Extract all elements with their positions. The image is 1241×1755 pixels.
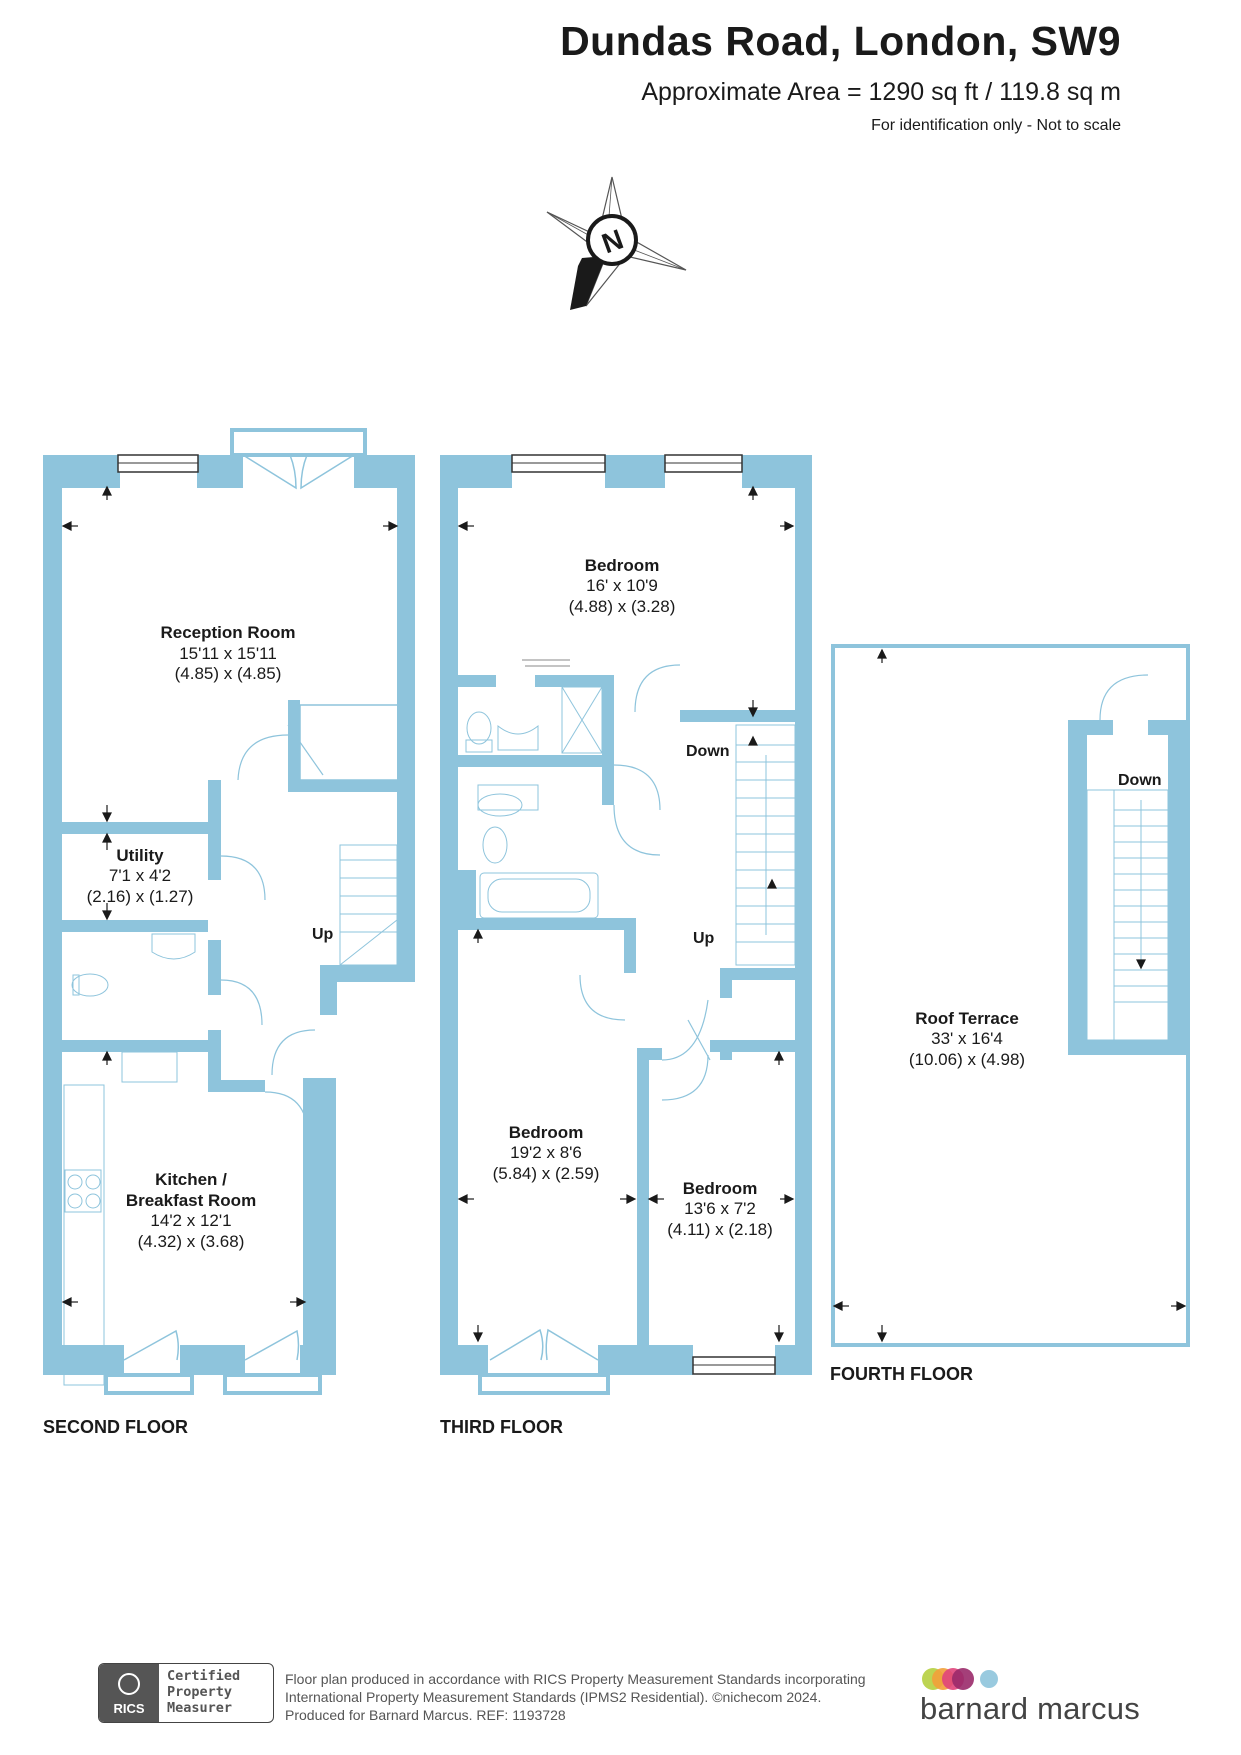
fixtures-second-floor [63,933,196,1386]
brand-dots-logo [922,1668,1022,1690]
brand-name: barnard marcus [920,1691,1140,1726]
third-floor-walls [440,455,812,1375]
stairs-fourth-floor [1086,674,1169,1041]
certified-measurer-text: Certified Property Measurer [167,1668,240,1716]
room-name: Utility [116,846,164,865]
dimension-arrows-fourth [748,648,1187,1343]
rics-certified-badge: RICS Certified Property Measurer [98,1663,274,1723]
dimension-arrows-third [457,485,795,1343]
room-dimensions-imperial: 16' x 10'9 [586,576,658,595]
room-name: Reception Room [160,623,295,642]
stair-label-down-third: Down [686,743,730,760]
dimension-arrows-second [61,485,399,1307]
room-dimensions-metric: (4.88) x (3.28) [569,597,676,616]
room-bedroom-top: Bedroom 16' x 10'9 (4.88) x (3.28) [569,556,676,616]
bay-window [230,428,367,457]
french-doors-reception [242,454,355,490]
room-dimensions-imperial: 15'11 x 15'11 [179,644,277,663]
footer-line-1: Floor plan produced in accordance with R… [285,1671,866,1687]
roof-terrace-outline [831,644,1190,1347]
stairs-third-floor [735,724,796,966]
floor-label-third: THIRD FLOOR [440,1417,563,1437]
rics-label: RICS [113,1701,145,1716]
french-doors-third [478,1328,610,1395]
certified-line-1: Certified [167,1668,241,1684]
stair-label-down-fourth: Down [1118,772,1162,789]
room-dimensions-imperial: 13'6 x 7'2 [684,1199,756,1218]
page-title: Dundas Road, London, SW9 [560,18,1121,64]
room-dimensions-metric: (4.11) x (2.18) [667,1220,773,1239]
room-dimensions-metric: (4.32) x (3.68) [138,1232,245,1251]
stair-label-up-second: Up [312,926,334,943]
room-dimensions-metric: (4.85) x (4.85) [175,664,282,683]
room-name: Bedroom [509,1123,584,1142]
footer-disclaimer: Floor plan produced in accordance with R… [285,1670,866,1724]
room-bedroom-left: Bedroom 19'2 x 8'6 (5.84) x (2.59) [493,1123,600,1183]
room-reception: Reception Room 15'11 x 15'11 (4.85) x (4… [160,623,295,683]
floor-label-second: SECOND FLOOR [43,1417,188,1437]
room-name-line-1: Kitchen / [155,1170,227,1189]
french-doors-kitchen [104,1329,322,1395]
stairs-second-floor [339,844,398,966]
room-name: Bedroom [683,1179,758,1198]
footer-line-3: Produced for Barnard Marcus. REF: 119372… [285,1707,566,1723]
room-name: Bedroom [585,556,660,575]
rics-crest-icon [118,1673,140,1695]
room-utility: Utility 7'1 x 4'2 (2.16) x (1.27) [87,846,194,906]
floor-label-fourth: FOURTH FLOOR [830,1364,973,1384]
room-dimensions-metric: (2.16) x (1.27) [87,887,194,906]
north-compass-icon: N [546,176,687,310]
fourth-floor-stair-enclosure [1068,720,1188,1055]
rics-logo: RICS [99,1664,159,1722]
approximate-area: Approximate Area = 1290 sq ft / 119.8 sq… [641,78,1121,106]
doors-second-floor [220,704,399,1139]
room-kitchen: Kitchen / Breakfast Room 14'2 x 12'1 (4.… [126,1170,256,1251]
room-dimensions-imperial: 33' x 16'4 [931,1029,1003,1048]
footer-line-2: International Property Measurement Stand… [285,1689,822,1705]
identification-note: For identification only - Not to scale [871,117,1121,134]
room-dimensions-imperial: 14'2 x 12'1 [150,1211,231,1230]
room-name: Roof Terrace [915,1009,1019,1028]
certified-line-2: Property [167,1684,233,1700]
room-name-line-2: Breakfast Room [126,1191,256,1210]
room-dimensions-metric: (5.84) x (2.59) [493,1164,600,1183]
second-floor-walls [43,455,415,1375]
doors-third-floor [579,664,711,1101]
room-bedroom-right: Bedroom 13'6 x 7'2 (4.11) x (2.18) [667,1179,773,1239]
certified-line-3: Measurer [167,1700,233,1716]
room-roof-terrace: Roof Terrace 33' x 16'4 (10.06) x (4.98) [909,1009,1025,1069]
fixtures-third-floor [465,659,603,919]
room-dimensions-imperial: 7'1 x 4'2 [109,866,171,885]
room-dimensions-imperial: 19'2 x 8'6 [510,1143,582,1162]
room-dimensions-metric: (10.06) x (4.98) [909,1050,1025,1069]
stair-label-up-third: Up [693,930,715,947]
